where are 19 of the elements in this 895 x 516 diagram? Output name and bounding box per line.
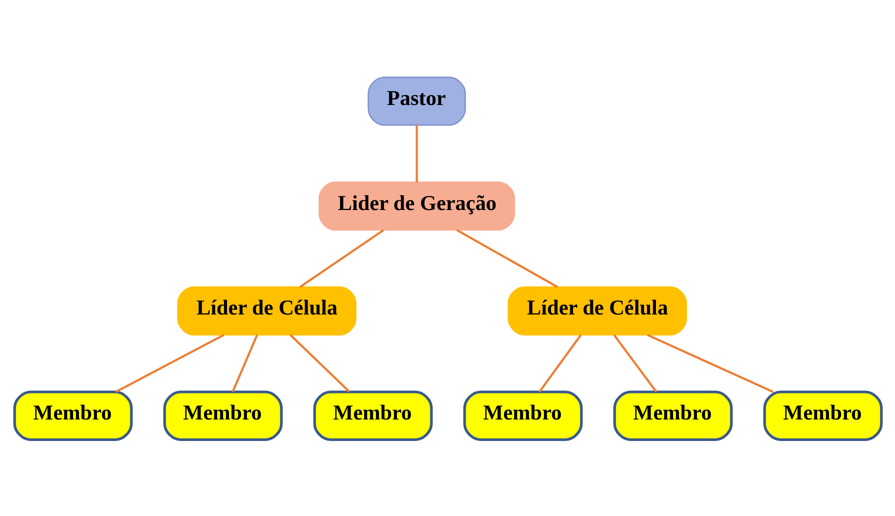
connector [646, 333, 773, 392]
node-box: Líder de Célula [176, 286, 356, 335]
connector [456, 228, 558, 288]
node-box: Membro [12, 390, 132, 441]
connector [298, 228, 384, 288]
connector [289, 334, 350, 392]
node-box: Membro [312, 390, 432, 441]
node-box: Membro [162, 390, 282, 441]
node-box: Membro [762, 390, 882, 441]
node-box: Líder de Célula [507, 286, 686, 335]
node-box: Lider de Geração [318, 181, 515, 230]
node-box: Membro [462, 390, 582, 441]
node-box: Membro [612, 390, 732, 441]
connector [231, 334, 258, 392]
connector [538, 334, 582, 392]
connector [612, 334, 657, 392]
connector [415, 124, 418, 182]
connector [114, 334, 224, 392]
node-box: Pastor [367, 76, 466, 126]
